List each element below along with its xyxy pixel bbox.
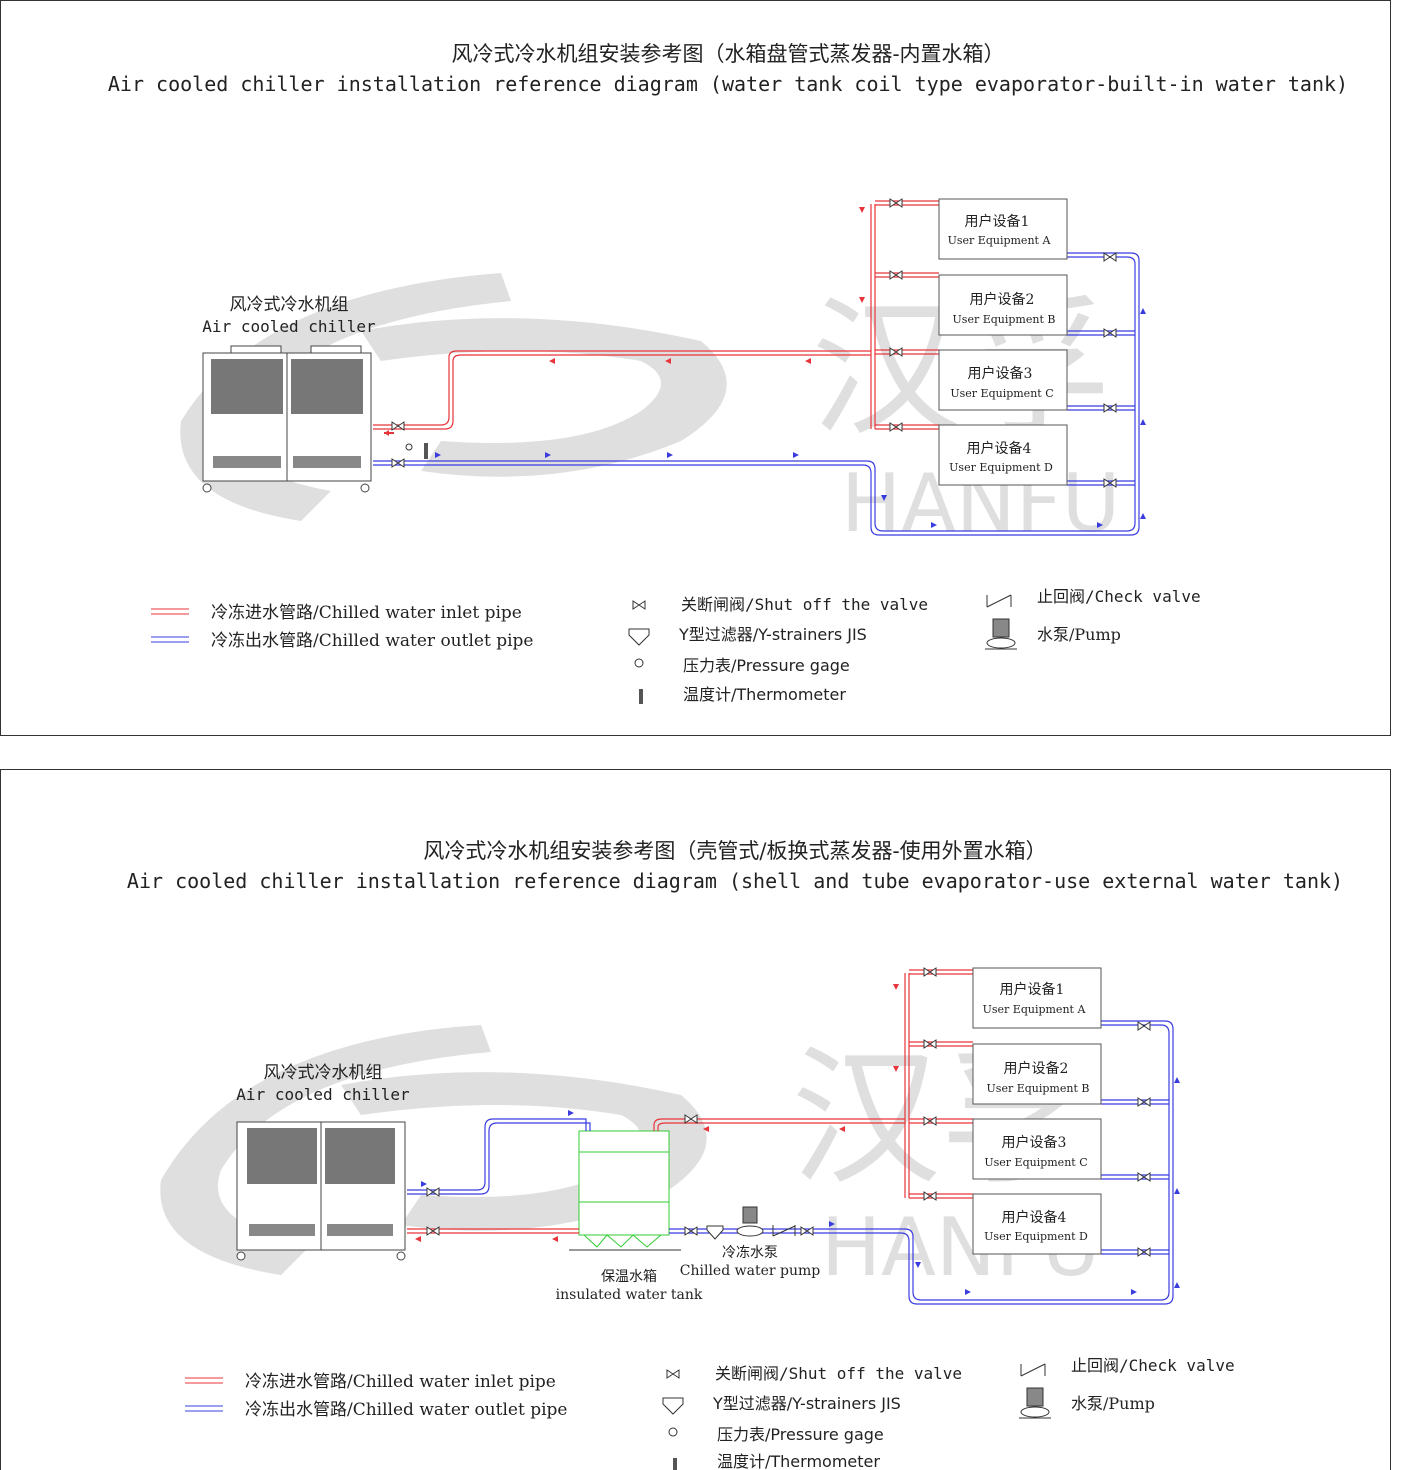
insulated-water-tank [569, 1130, 681, 1251]
legend-check-valve-2: 止回阀/Check valve [1071, 1356, 1235, 1375]
user-equipment-c: 用户设备3 User Equipment C [938, 349, 1068, 411]
user-equipment-b: 用户设备2 User Equipment B [938, 274, 1068, 336]
svg-text:用户设备1: 用户设备1 [1000, 981, 1065, 998]
diagram-title-en: Air cooled chiller installation referenc… [108, 72, 1348, 96]
legend-y-strainer: Y型过滤器/Y-strainers JIS [678, 625, 867, 644]
svg-text:User Equipment A: User Equipment A [983, 1003, 1087, 1016]
legend-check-valve: 止回阀/Check valve [1037, 587, 1201, 606]
legend-inlet-pipe: 冷冻进水管路/Chilled water inlet pipe [211, 603, 522, 623]
inlet-pipe-network [373, 200, 939, 436]
check-valve-icon-2 [772, 1225, 796, 1237]
thermometer-legend-icon-2 [673, 1458, 677, 1470]
tank-label-cn: 保温水箱 [601, 1269, 657, 1285]
legend-pump-2: 水泵/Pump [1071, 1394, 1155, 1413]
y-strainer-icon-2 [706, 1225, 724, 1240]
chiller-label-en-2: Air cooled chiller [236, 1085, 410, 1104]
legend-outlet-pipe-2: 冷冻出水管路/Chilled water outlet pipe [245, 1400, 567, 1420]
diagram-title-cn: 风冷式冷水机组安装参考图（水箱盘管式蒸发器-内置水箱） [451, 42, 1004, 66]
legend-thermometer: 温度计/Thermometer [683, 685, 846, 704]
chiller-label-cn-2: 风冷式冷水机组 [264, 1063, 383, 1083]
legend-pressure-gage-2: 压力表/Pressure gage [717, 1425, 884, 1444]
pressure-gage-legend-icon [634, 658, 644, 668]
pump-legend-icon-2 [1019, 1387, 1051, 1419]
thermometer-icon [424, 443, 428, 459]
diagram-2-canvas: 汉孚 HANFU 风冷式冷水机组安装参考图（壳管式/板换式蒸发器-使用外置水箱）… [127, 839, 1343, 1470]
shutoff-valves-2 [426, 967, 1151, 1257]
svg-text:User Equipment C: User Equipment C [984, 1156, 1087, 1169]
pressure-gage-legend-icon-2 [668, 1427, 678, 1437]
tank-label-en: insulated water tank [556, 1287, 703, 1303]
chiller-label-cn: 风冷式冷水机组 [230, 295, 349, 315]
user-equipment-a: 用户设备1 User Equipment A [938, 198, 1068, 260]
shutoff-valve-icon-2 [666, 1369, 680, 1379]
svg-text:User Equipment D: User Equipment D [984, 1230, 1088, 1243]
svg-text:用户设备4: 用户设备4 [967, 440, 1032, 457]
chilled-water-pump-icon [736, 1206, 764, 1237]
user-equipment-d-2: 用户设备4 User Equipment D [972, 1193, 1102, 1255]
svg-text:User Equipment C: User Equipment C [950, 387, 1053, 400]
legend-pressure-gage: 压力表/Pressure gage [683, 656, 850, 675]
y-strainer-legend-icon-2 [662, 1397, 684, 1415]
user-equipment-a-2: 用户设备1 User Equipment A [972, 967, 1102, 1029]
svg-text:用户设备3: 用户设备3 [968, 365, 1033, 382]
chiller-label-en: Air cooled chiller [202, 317, 376, 336]
y-strainer-icon [628, 628, 650, 646]
pump-icon [985, 618, 1017, 650]
legend-shutoff-valve: 关断闸阀/Shut off the valve [681, 595, 928, 614]
air-cooled-chiller-unit [202, 345, 372, 493]
inlet-pipe-network-2 [407, 969, 973, 1242]
thermometer-legend-icon [639, 689, 643, 704]
outlet-pipe-network-2 [407, 1020, 1180, 1305]
svg-text:用户设备3: 用户设备3 [1002, 1134, 1067, 1151]
legend-shutoff-valve-2: 关断闸阀/Shut off the valve [715, 1364, 962, 1383]
pressure-gage-icon [405, 443, 413, 451]
svg-text:User Equipment B: User Equipment B [953, 313, 1056, 326]
svg-text:用户设备1: 用户设备1 [965, 213, 1030, 230]
diagram-panel-2: 汉孚 HANFU 风冷式冷水机组安装参考图（壳管式/板换式蒸发器-使用外置水箱）… [0, 769, 1391, 1470]
legend-y-strainer-2: Y型过滤器/Y-strainers JIS [712, 1394, 901, 1413]
legend-inlet-pipe-2: 冷冻进水管路/Chilled water inlet pipe [245, 1372, 556, 1392]
pump-label-en: Chilled water pump [680, 1263, 820, 1279]
legend: 冷冻进水管路/Chilled water inlet pipe 冷冻出水管路/C… [151, 587, 1201, 704]
check-valve-legend-icon-2 [1020, 1363, 1046, 1377]
diagram-1-canvas: 汉孚 HANFU 风冷式冷水机组安装参考图（水箱盘管式蒸发器-内置水箱） Air… [108, 42, 1348, 704]
legend-outlet-pipe: 冷冻出水管路/Chilled water outlet pipe [211, 631, 533, 651]
outlet-pipe-network [373, 252, 1146, 536]
diagram-title-cn-2: 风冷式冷水机组安装参考图（壳管式/板换式蒸发器-使用外置水箱） [423, 839, 1046, 863]
svg-text:User Equipment B: User Equipment B [987, 1082, 1090, 1095]
user-equipment-c-2: 用户设备3 User Equipment C [972, 1118, 1102, 1180]
air-cooled-chiller-unit-2 [236, 1121, 406, 1261]
shutoff-valve-icon [632, 600, 646, 610]
svg-text:用户设备2: 用户设备2 [970, 291, 1035, 308]
svg-text:User Equipment D: User Equipment D [949, 461, 1053, 474]
legend-2: 冷冻进水管路/Chilled water inlet pipe 冷冻出水管路/C… [185, 1356, 1235, 1470]
user-equipment-d: 用户设备4 User Equipment D [938, 424, 1068, 486]
pump-label-cn: 冷冻水泵 [722, 1244, 778, 1261]
legend-thermometer-2: 温度计/Thermometer [717, 1452, 880, 1470]
shutoff-valves [391, 198, 1117, 488]
svg-text:用户设备2: 用户设备2 [1004, 1060, 1069, 1077]
legend-pump: 水泵/Pump [1037, 625, 1121, 644]
diagram-title-en-2: Air cooled chiller installation referenc… [127, 869, 1343, 893]
svg-text:用户设备4: 用户设备4 [1002, 1209, 1067, 1226]
diagram-panel-1: 汉孚 HANFU 风冷式冷水机组安装参考图（水箱盘管式蒸发器-内置水箱） Air… [0, 0, 1391, 736]
check-valve-icon [986, 594, 1012, 608]
user-equipment-b-2: 用户设备2 User Equipment B [972, 1043, 1102, 1105]
svg-text:User Equipment A: User Equipment A [948, 234, 1052, 247]
